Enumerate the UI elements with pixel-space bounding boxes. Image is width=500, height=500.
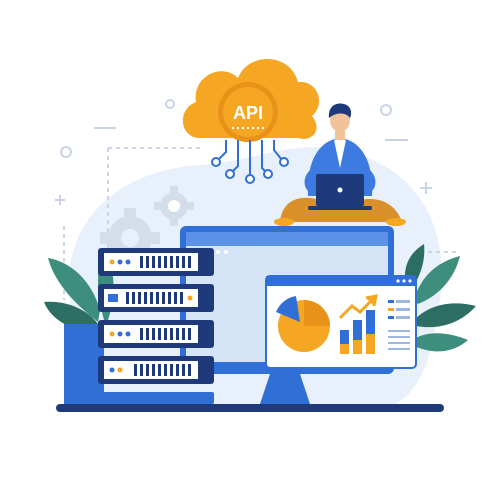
server-unit xyxy=(98,248,214,276)
server-rack xyxy=(64,248,214,404)
api-cloud: API xyxy=(182,58,320,142)
ground-line xyxy=(56,404,444,412)
decorative-dots xyxy=(55,99,460,300)
legend-lines xyxy=(388,300,410,350)
circuit-lines xyxy=(211,140,289,184)
gear-icon xyxy=(154,186,194,226)
person xyxy=(274,103,406,226)
api-label: API xyxy=(233,103,263,123)
dashboard-panel xyxy=(265,275,417,369)
laptop-icon xyxy=(308,174,372,210)
server-unit xyxy=(98,320,214,348)
trend-arrow-icon xyxy=(338,294,378,320)
pie-chart-icon xyxy=(276,296,330,352)
server-unit xyxy=(98,356,214,384)
bar-chart-icon xyxy=(340,310,375,354)
server-unit xyxy=(98,284,214,312)
